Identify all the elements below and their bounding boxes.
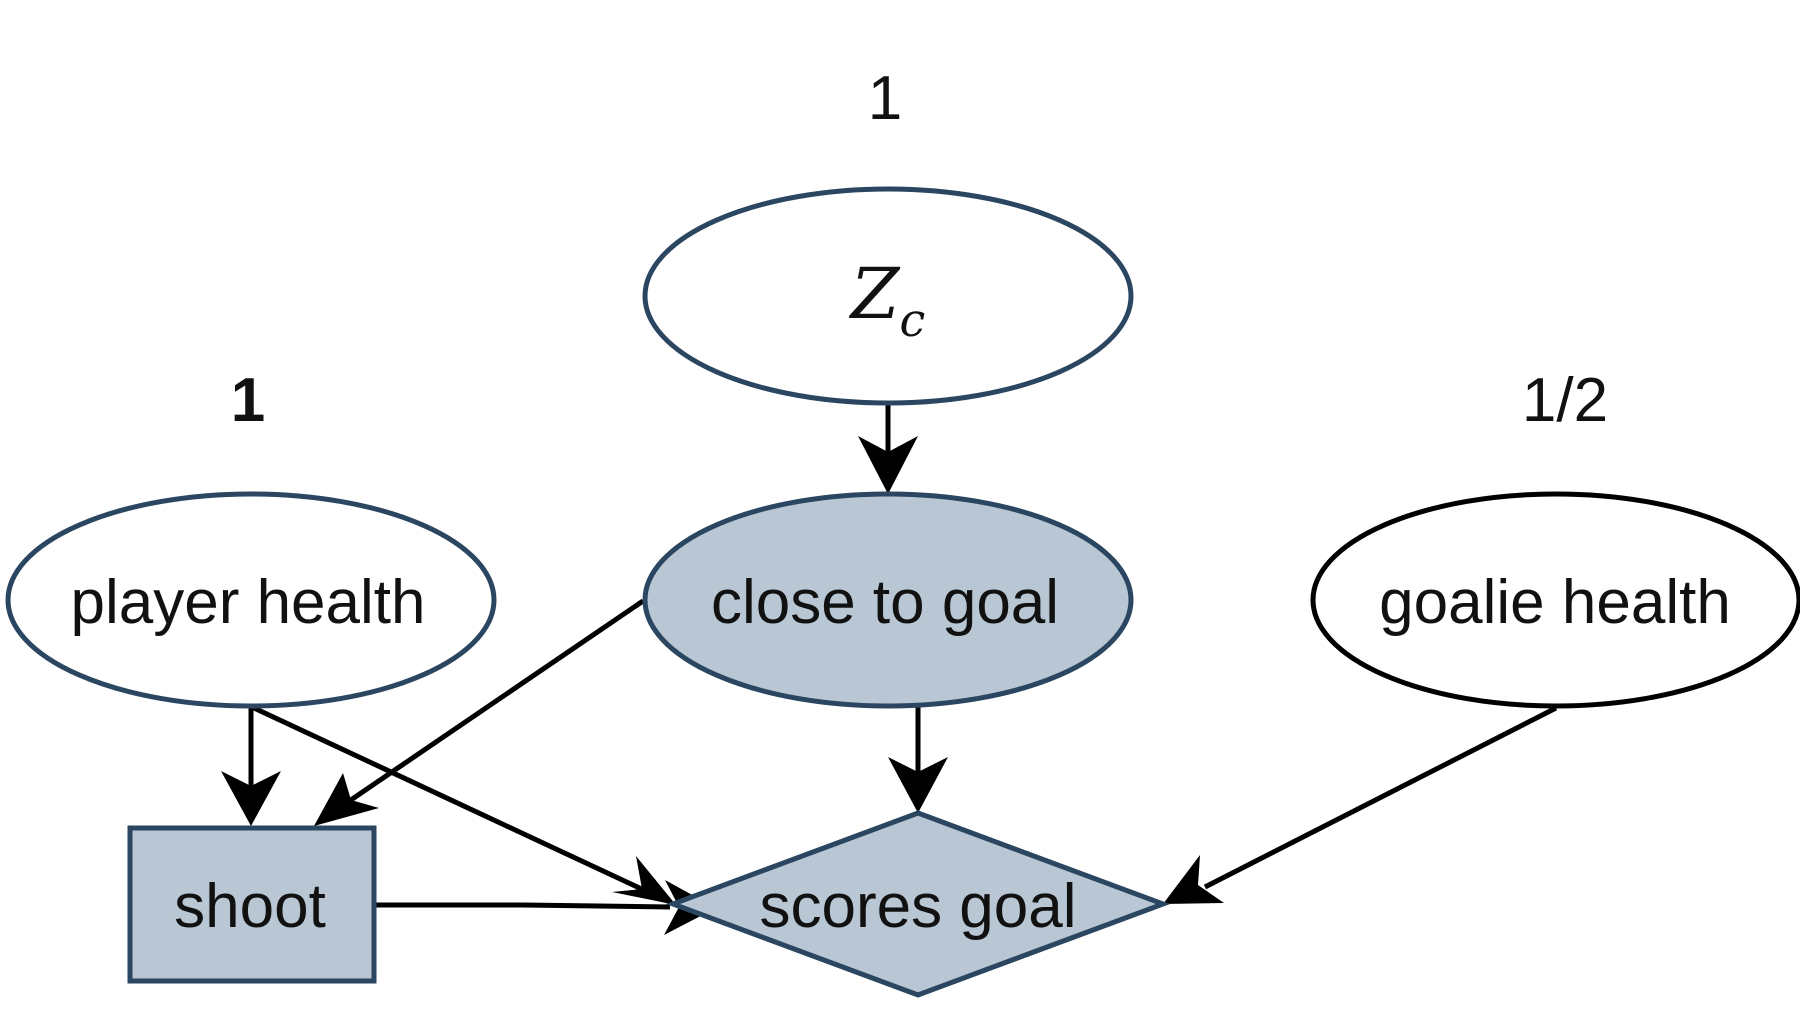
arrowhead-close-to-goal-to-shoot bbox=[314, 773, 379, 826]
node-goalie-health: goalie health bbox=[1310, 491, 1800, 709]
arrowhead-close-to-goal-to-scores-goal bbox=[888, 757, 948, 813]
edge-player-health-to-scores-goal bbox=[252, 705, 650, 895]
weight-label-goalie-health: 1/2 bbox=[1522, 366, 1608, 435]
node-close-to-goal-shape bbox=[642, 491, 1134, 709]
arrowhead-player-health-to-shoot bbox=[221, 771, 281, 826]
node-player-health: player health bbox=[5, 491, 497, 709]
node-player-health-shape bbox=[5, 491, 497, 709]
arrowhead-goalie-health-to-scores-goal bbox=[1163, 855, 1224, 904]
edge-close-to-goal-to-shoot bbox=[340, 598, 645, 809]
node-shoot-shape bbox=[127, 825, 377, 984]
edge-goalie-health-to-scores-goal bbox=[1203, 705, 1558, 890]
node-zc: Zc bbox=[642, 186, 1134, 406]
node-scores-goal: scores goal bbox=[665, 810, 1171, 998]
node-zc-label: Zc bbox=[849, 253, 925, 347]
node-zc-shape bbox=[642, 186, 1134, 406]
node-zc-subscript: c bbox=[899, 293, 925, 347]
arrowhead-player-health-to-scores-goal bbox=[612, 856, 676, 905]
node-shoot: shoot bbox=[127, 825, 377, 984]
node-goalie-health-shape bbox=[1310, 491, 1800, 709]
edge-shoot-to-scores-goal bbox=[376, 902, 671, 910]
weight-label-zc: 1 bbox=[868, 64, 902, 133]
node-shoot-label: shoot bbox=[174, 872, 326, 941]
arrowhead-zc-to-close-to-goal bbox=[858, 436, 918, 494]
node-player-health-label: player health bbox=[70, 568, 425, 637]
node-scores-goal-shape bbox=[665, 810, 1171, 998]
node-close-to-goal: close to goal bbox=[642, 491, 1134, 709]
node-goalie-health-label: goalie health bbox=[1379, 568, 1731, 637]
weight-label-player-health: 1 bbox=[231, 366, 265, 435]
node-zc-symbol: Z bbox=[849, 253, 901, 335]
node-scores-goal-label: scores goal bbox=[759, 872, 1076, 941]
node-close-to-goal-label: close to goal bbox=[711, 568, 1059, 637]
